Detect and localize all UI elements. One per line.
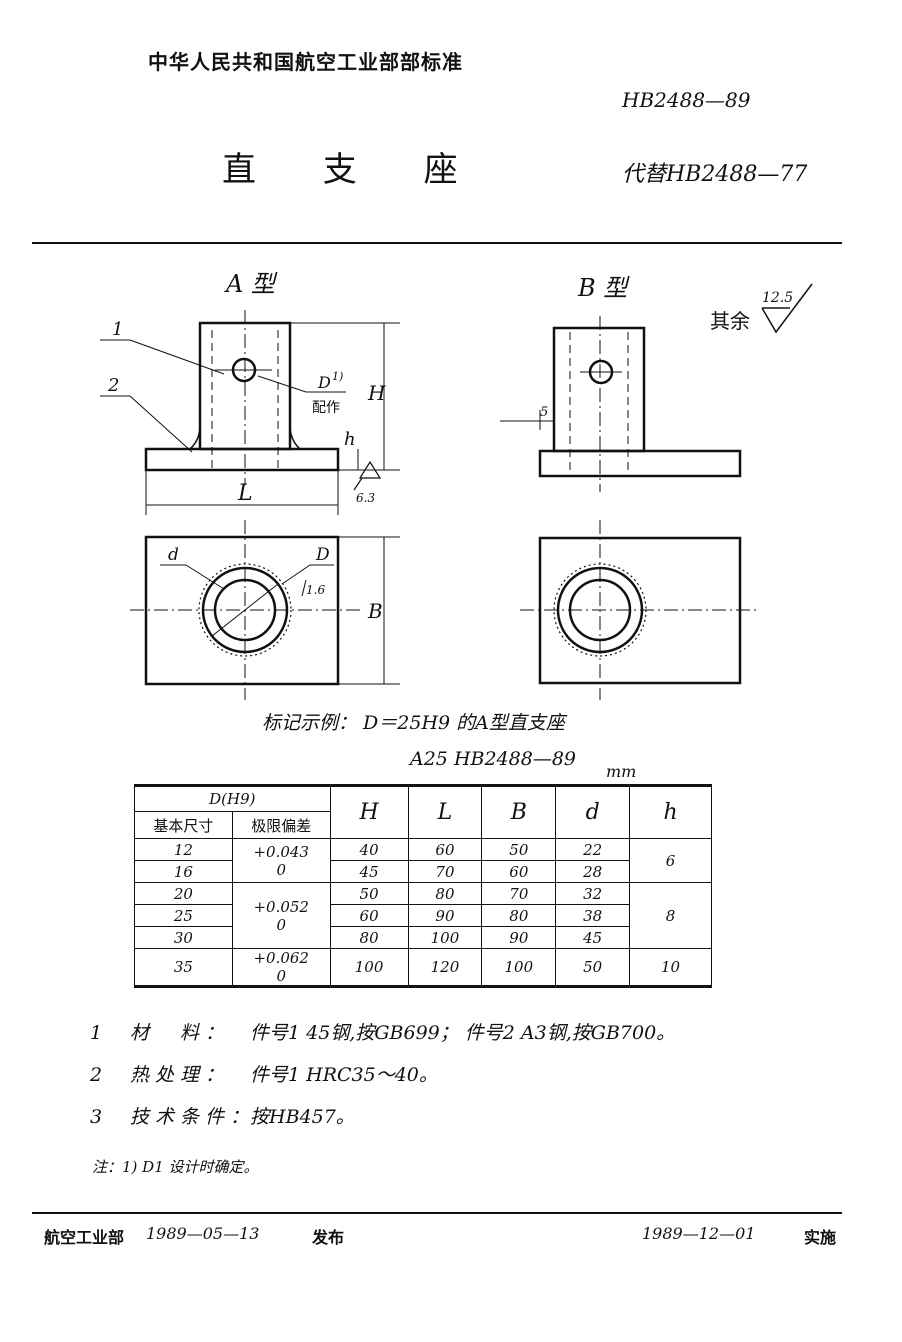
roughness-63: 6.3 [356, 491, 375, 505]
footer-rule [32, 1212, 842, 1214]
svg-text:12.5: 12.5 [762, 290, 793, 306]
type-a-top-view: d D 1.6 B [130, 520, 400, 700]
header-h: h [629, 785, 712, 839]
footer-effective-date: 1989—12—01 [642, 1224, 756, 1243]
d1-superscript: 1) [332, 370, 343, 383]
header-limit-deviation: 极限偏差 [231, 811, 331, 839]
type-b-front-view: 5 [500, 316, 742, 492]
h-cell: 10 [629, 948, 712, 987]
header-rule [32, 242, 842, 244]
header-B: B [481, 785, 557, 839]
roughness-rest-symbol: 12.5 [761, 283, 813, 334]
dim-H-label: H [367, 381, 386, 405]
marking-example: 标记示例： D＝25H9 的A型直支座 [262, 712, 565, 734]
standard-number: HB2488—89 [622, 88, 751, 112]
unit-label: mm [606, 762, 637, 781]
fit-note: 配作 [312, 400, 340, 416]
roughness-rest-label: 其余 [710, 309, 750, 333]
header-H: H [329, 785, 409, 839]
type-a-front-view: H h L 6.3 1 2 D 1) 配作 [100, 310, 400, 515]
footnote: 注：1) D1 设计时确定。 [92, 1158, 259, 1176]
marking-code: A25 HB2488—89 [410, 748, 576, 770]
dim-d-label: d [168, 545, 179, 565]
h-cell: 8 [629, 882, 712, 949]
header-d-h9: D(H9) [134, 785, 331, 812]
replaces-standard: 代替HB2488—77 [622, 162, 808, 187]
dim-h-label: h [344, 429, 356, 450]
footer-effective: 实施 [804, 1228, 837, 1247]
type-a-label: A 型 [224, 270, 278, 298]
dim-B-label: B [367, 599, 383, 623]
callout-2: 2 [107, 375, 119, 396]
table-row: 25 60 90 80 38 [134, 904, 712, 927]
dim-L-label: L [237, 481, 253, 506]
footer-issuer: 航空工业部 [44, 1228, 125, 1247]
footer-issue-date: 1989—05—13 [146, 1224, 260, 1243]
header-L: L [407, 785, 483, 839]
type-b-label: B 型 [577, 274, 630, 302]
d1-label: D [317, 373, 331, 392]
callout-1: 1 [112, 319, 123, 340]
type-b-top-view [520, 520, 760, 700]
header-d: d [555, 785, 631, 839]
table-row: 30 80 100 90 45 [134, 926, 712, 949]
table-row: 16 45 70 60 28 [134, 860, 712, 883]
issuing-body: 中华人民共和国航空工业部部标准 [148, 50, 463, 74]
technical-drawing: A 型 B 型 其余 12.5 H h L 6.3 [100, 270, 813, 700]
dim-D-label: D [315, 545, 330, 565]
h-cell: 6 [629, 838, 712, 883]
roughness-16: 1.6 [306, 583, 325, 597]
footer-issued: 发布 [312, 1228, 345, 1247]
offset-5: 5 [540, 405, 548, 420]
header-basic-size: 基本尺寸 [134, 811, 233, 839]
document-title: 直 支 座 [222, 150, 486, 190]
